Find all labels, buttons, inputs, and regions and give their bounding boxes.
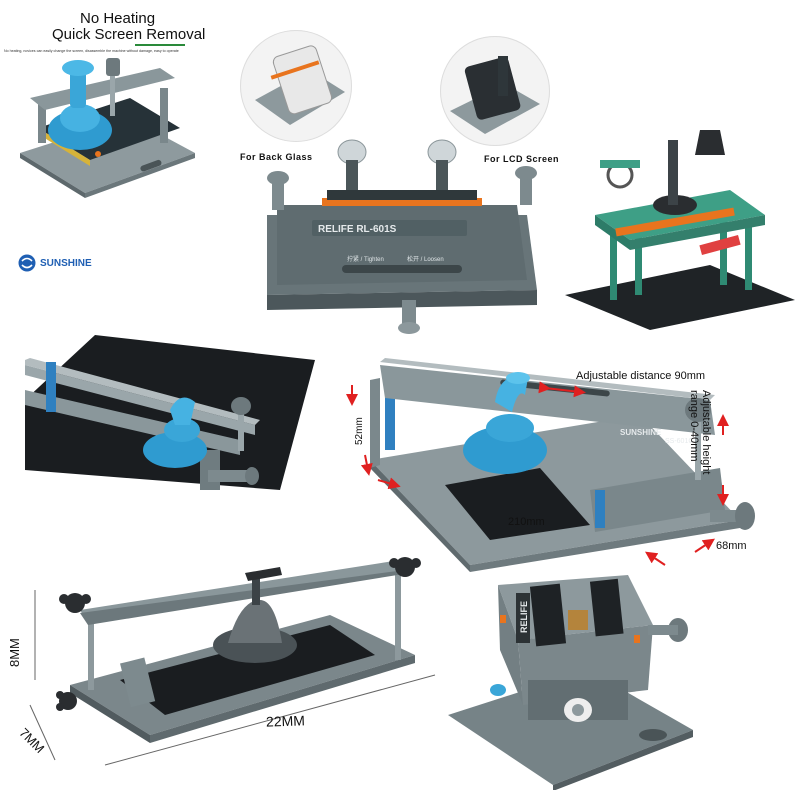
inset-back-glass <box>240 30 352 142</box>
headline-line-2: Quick Screen Removal <box>52 26 206 43</box>
panel-green-frame-tool <box>560 120 800 335</box>
loosen-label: 松开 / Loosen <box>407 255 444 263</box>
dim-68mm: 68mm <box>716 540 747 552</box>
panel-relife-601s: For Back Glass For LCD Screen RELIFE RL-… <box>232 30 562 335</box>
ss601g-brand: SUNSHINE <box>620 428 662 437</box>
panel-dimension-drawing: 8MM 7MM 22MM <box>0 555 440 800</box>
brand-plate-text: RELIFE RL-601S <box>318 224 397 235</box>
sunshine-logo: SUNSHINE <box>18 254 92 272</box>
headline-line-1: No Heating <box>80 10 156 27</box>
sunshine-logo-icon <box>18 254 36 272</box>
dim-8mm: 8MM <box>7 638 22 667</box>
tighten-label: 拧紧 / Tighten <box>347 255 384 263</box>
label-adjustable-height: Adjustable height range 0-40mm <box>688 390 712 500</box>
panel-ss601g-dimensions: SUNSHINE SS-601G Adjustable distance 90m… <box>340 340 800 580</box>
label-for-lcd-screen: For LCD Screen <box>484 154 560 164</box>
headline-subtitle: No heating, novices can easily change th… <box>4 49 179 53</box>
dim-52mm: 52mm <box>354 417 365 445</box>
label-for-back-glass: For Back Glass <box>240 152 313 162</box>
tool-image-relife-plate: RELIFE RL-601S 拧紧 / Tighten 松开 / Loosen <box>267 139 537 334</box>
adjustable-height-line-2: range 0-40mm <box>688 390 700 462</box>
panel-relife-vise: RELIFE <box>438 565 700 790</box>
ss601g-model: SS-601G <box>665 438 694 445</box>
headline-underline <box>135 44 185 46</box>
tool-image-blue-suction <box>20 58 195 198</box>
panel-blue-suction-bar <box>10 330 330 515</box>
label-adjustable-distance: Adjustable distance 90mm <box>576 370 706 382</box>
adjustable-height-line-1: Adjustable height <box>700 390 712 475</box>
dim-22mm: 22MM <box>265 712 306 730</box>
inset-lcd-screen <box>440 36 550 146</box>
panel-quick-removal: No Heating Quick Screen Removal No heati… <box>0 0 235 300</box>
sunshine-logo-text: SUNSHINE <box>40 257 92 269</box>
dim-210mm: 210mm <box>508 516 545 528</box>
relife-vise-brand: RELIFE <box>519 601 529 633</box>
